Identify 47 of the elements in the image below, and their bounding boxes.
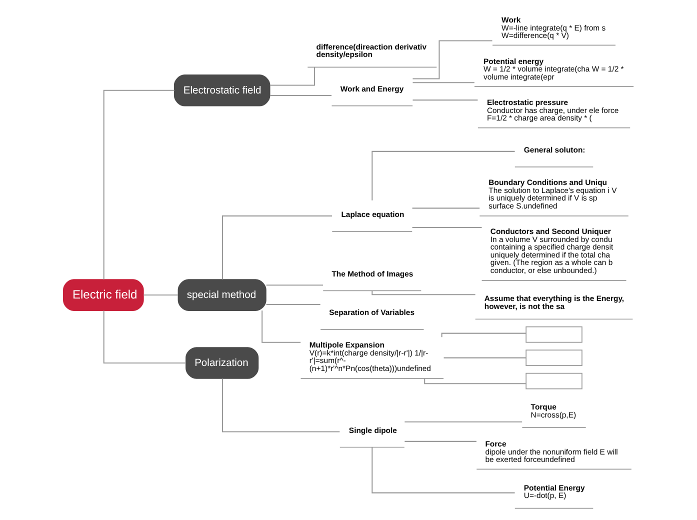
node-box: Polarization bbox=[186, 347, 259, 379]
connector bbox=[262, 310, 301, 343]
node-text: Work W=-line integrate(q * E) from s W=difference(q * V) bbox=[502, 16, 606, 40]
node-box: Electric field bbox=[63, 279, 144, 311]
connector bbox=[444, 357, 526, 358]
node-text: Torque N=cross(p,E) bbox=[530, 402, 576, 420]
connector bbox=[372, 447, 515, 494]
connector bbox=[404, 440, 476, 442]
connector bbox=[266, 304, 320, 306]
connector bbox=[103, 310, 186, 364]
node-text: Force dipole under the nonuniform field E will be exerted forceundefined bbox=[485, 440, 618, 464]
connector bbox=[372, 290, 476, 296]
connector bbox=[222, 378, 340, 432]
connector bbox=[412, 40, 492, 80]
connector bbox=[424, 378, 526, 384]
connector bbox=[266, 284, 323, 286]
connector bbox=[412, 82, 474, 84]
node-text: Single dipole bbox=[348, 426, 397, 435]
node-text: Multipole Expansion V(r)=k*int(charge density/|r-r'|) 1/|r-r'|=sum(r^-(n+1)*r'^n*Pn(cos(theta)))undefined bbox=[309, 340, 431, 373]
connector bbox=[270, 67, 316, 86]
connector bbox=[270, 95, 332, 96]
connector bbox=[404, 421, 522, 422]
connector bbox=[144, 294, 178, 296]
node-box bbox=[526, 326, 582, 343]
node-text: Conductors and Second Uniquer In a volume V surrounded by condu containing a specified charge densit uniquely determined if the total cha given. (The region as a whole can b conductor, or else unbounded.) bbox=[490, 227, 614, 275]
node-box bbox=[526, 350, 582, 366]
connector bbox=[222, 215, 332, 280]
node-text: Potential Energy U=-dot(p, E) bbox=[524, 483, 585, 500]
connector bbox=[103, 90, 174, 280]
node-box: Electrostatic field bbox=[174, 74, 270, 106]
node-text: Electrostatic pressure Conductor has charge, under ele force F=1/2 * charge area density * ( bbox=[486, 98, 619, 123]
node-text: General soluton: bbox=[524, 145, 586, 154]
node-text: difference(direaction derivativ density/epsilon bbox=[316, 42, 427, 60]
node-box bbox=[526, 372, 582, 390]
node-text: Work and Energy bbox=[340, 84, 404, 94]
node-text: The Method of Images bbox=[332, 269, 414, 278]
node-box: special method bbox=[178, 279, 266, 311]
node-text: Boundary Conditions and Uniqu The solution to Laplace's equation i V is uniquely determined if V is sp surface S.undefined bbox=[488, 178, 617, 210]
node-text: Potential energy W = 1/2 * volume integrate(cha W = 1/2 * volume integrate(epr bbox=[484, 56, 624, 82]
connector bbox=[412, 208, 480, 209]
connector bbox=[372, 150, 515, 200]
node-text: Assume that everything is the Energy, however, is not the sa bbox=[484, 294, 624, 311]
node-text: Laplace equation bbox=[341, 210, 404, 219]
connector bbox=[412, 100, 478, 101]
connector bbox=[412, 227, 482, 228]
connector bbox=[441, 332, 526, 338]
node-text: Separation of Variables bbox=[329, 308, 415, 317]
